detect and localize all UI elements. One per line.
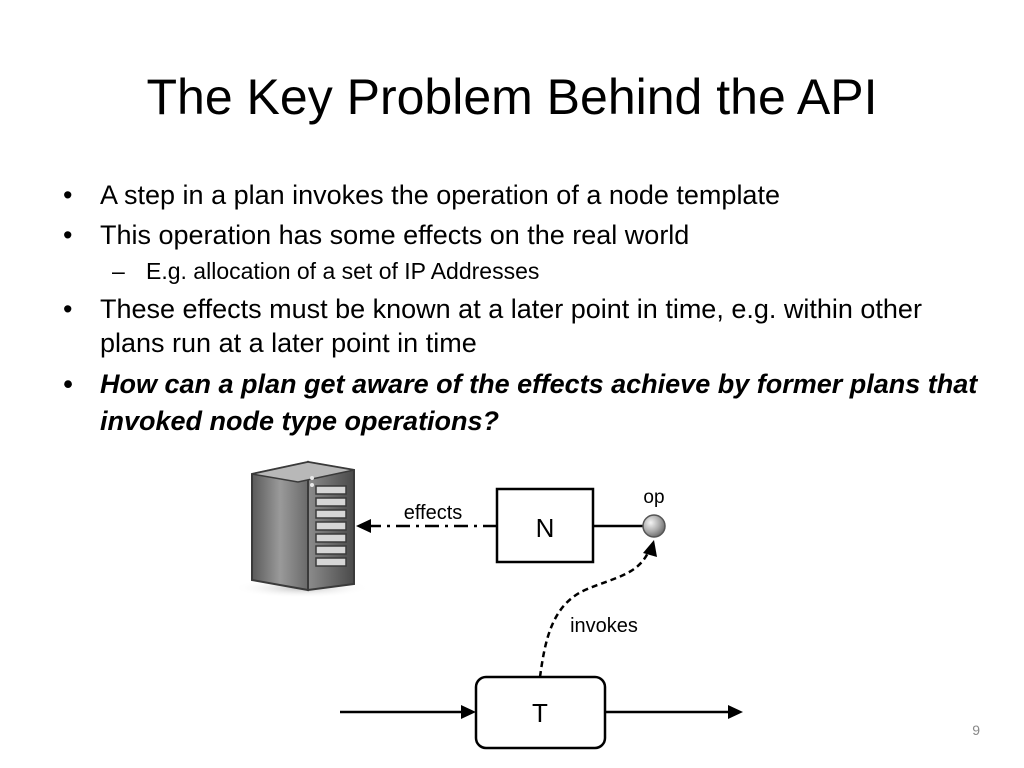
node-template-box — [495, 487, 595, 564]
sub-bullet-item: – E.g. allocation of a set of IP Address… — [60, 256, 980, 286]
effects-arrow — [356, 519, 497, 533]
bullet-text: How can a plan get aware of the effects … — [100, 369, 978, 436]
bullet-item-question: • How can a plan get aware of the effect… — [60, 366, 980, 440]
invokes-label: invokes — [570, 615, 638, 637]
bullet-list: • A step in a plan invokes the operation… — [60, 178, 980, 446]
op-label: op — [643, 487, 664, 508]
bullet-item: • This operation has some effects on the… — [60, 218, 980, 252]
bullet-text: A step in a plan invokes the operation o… — [100, 180, 780, 210]
sub-bullet-text: E.g. allocation of a set of IP Addresses — [146, 258, 540, 284]
sub-bullet-marker: – — [112, 258, 125, 284]
effects-label: effects — [404, 502, 463, 524]
invokes-arrow — [538, 540, 657, 678]
server-icon — [234, 460, 370, 598]
bullet-item: • A step in a plan invokes the operation… — [60, 178, 980, 212]
bullet-marker: • — [63, 294, 73, 324]
outgoing-arrowhead — [728, 705, 743, 719]
incoming-arrowhead — [461, 705, 476, 719]
operation-port-icon — [642, 514, 666, 538]
bullet-text: These effects must be known at a later p… — [100, 294, 922, 358]
task-label: T — [532, 698, 548, 728]
bullet-marker: • — [63, 180, 73, 210]
bullet-marker: • — [63, 369, 73, 399]
bullet-marker: • — [63, 220, 73, 250]
slide-title: The Key Problem Behind the API — [146, 69, 878, 125]
page-number: 9 — [972, 722, 980, 738]
bullet-item: • These effects must be known at a later… — [60, 292, 980, 360]
node-label: N — [536, 513, 555, 543]
bullet-text: This operation has some effects on the r… — [100, 220, 690, 250]
